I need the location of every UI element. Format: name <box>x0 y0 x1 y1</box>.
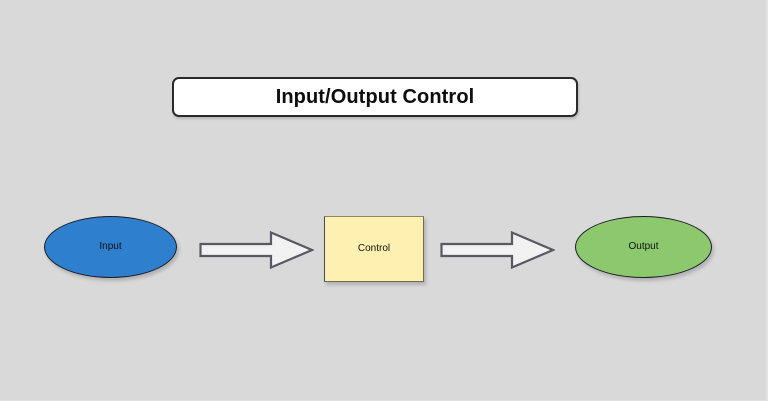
node-output[interactable]: Output <box>575 216 712 278</box>
node-control-label: Control <box>357 243 391 254</box>
diagram-title-text: Input/Output Control <box>275 85 475 108</box>
arrow-control-to-output[interactable] <box>440 230 555 270</box>
node-output-label: Output <box>628 241 659 252</box>
node-input-label: Input <box>99 241 122 252</box>
arrow-input-to-control[interactable] <box>199 230 314 270</box>
diagram-title-box: Input/Output Control <box>172 77 578 117</box>
node-control[interactable]: Control <box>324 216 424 282</box>
node-input[interactable]: Input <box>44 216 177 278</box>
